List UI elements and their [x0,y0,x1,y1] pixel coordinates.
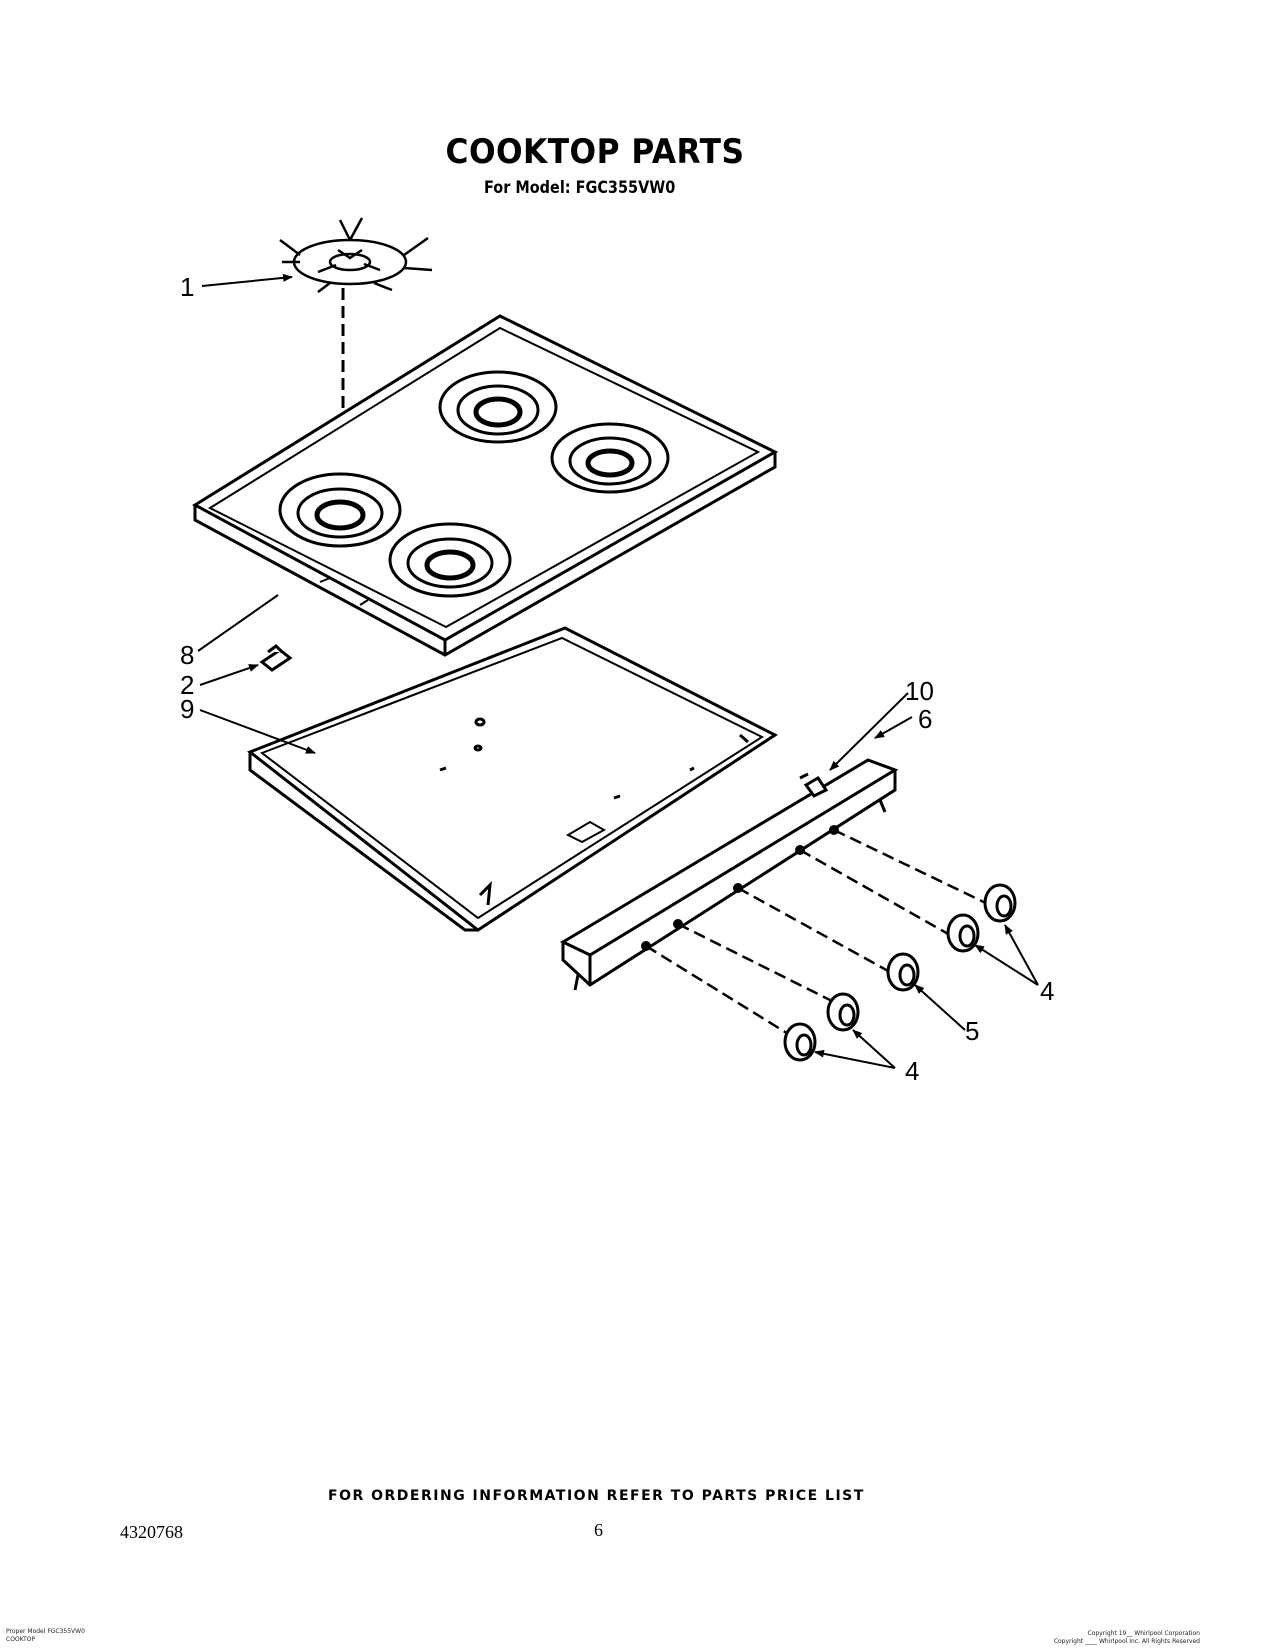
control-knob-4 [783,1022,817,1062]
right-fine-print-line: Copyright ____ Whirlpool Inc. All Rights… [1053,1638,1200,1645]
callout-2: 2 [180,670,194,700]
page-title: COOKTOP PARTS [445,132,745,172]
burner-grate [279,217,433,293]
callout-4-left: 4 [905,1056,919,1086]
manifold-holes [641,825,839,951]
control-knob-3 [826,992,860,1032]
burner-box-pan [247,626,778,932]
callout-6: 6 [918,704,932,734]
right-fine-print: Copyright 19__ Whirlpool Corporation Cop… [1000,1630,1200,1646]
callout-1: 1 [180,272,194,302]
model-subtitle: For Model: FGC355VW0 [484,178,676,198]
cooktop-panel [192,314,779,657]
burner-well-front-left [278,472,402,548]
control-knob-1 [983,883,1017,923]
control-knob-2 [946,913,980,953]
left-fine-print-line: Proper Model FGC355VW0 [6,1628,85,1635]
igniter-switch [799,772,829,798]
burner-well-rear-right [550,422,670,494]
left-fine-print-line: COOKTOP [6,1636,36,1643]
callout-5: 5 [965,1016,979,1046]
callout-9: 9 [180,694,194,724]
ordering-note: FOR ORDERING INFORMATION REFER TO PARTS … [328,1488,865,1504]
callout-10: 10 [905,676,934,706]
page-number: 6 [594,1520,603,1540]
document-number: 4320768 [120,1522,183,1542]
callout-4-right: 4 [1040,976,1054,1006]
knob-alignment-lines [645,828,991,1037]
control-knob-center [886,952,920,992]
manifold-panel [559,758,899,991]
right-fine-print-line: Copyright 19__ Whirlpool Corporation [1087,1630,1200,1637]
burner-well-front-right [388,522,512,598]
callout-8: 8 [180,640,194,670]
burner-well-rear-left [438,370,558,444]
leader-lines [197,273,1039,1069]
hinge-clip [259,644,293,672]
left-fine-print: Proper Model FGC355VW0 COOKTOP [6,1628,85,1644]
